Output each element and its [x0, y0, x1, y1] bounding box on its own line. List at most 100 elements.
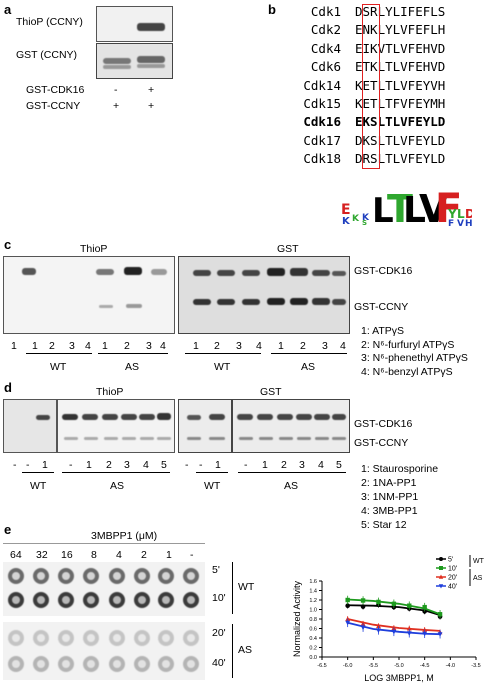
- blot-label-gst: GST (CCNY): [16, 49, 78, 61]
- kinase-name: Cdk4: [310, 40, 341, 56]
- lane-c-5: 4: [85, 340, 91, 352]
- lane-c-4: 3: [69, 340, 75, 352]
- lane-c-gst-1: 1: [193, 340, 199, 352]
- lane-d-gst-9: 5: [336, 459, 342, 471]
- lane-d-9: 5: [161, 459, 167, 471]
- svg-text:F: F: [435, 186, 462, 226]
- lane-d-gst-8: 4: [318, 459, 324, 471]
- svg-text:V: V: [419, 187, 449, 226]
- lane-c-8: 3: [146, 340, 152, 352]
- dot-blot-wt: [3, 562, 205, 616]
- blot-title-c-gst: GST: [277, 243, 299, 255]
- lane-d-gst-6: 2: [281, 459, 287, 471]
- panel-a-label: a: [4, 2, 12, 17]
- legend-label: 10': [448, 566, 457, 573]
- legend-d-2: 2: 1NA-PP1: [361, 477, 417, 489]
- x-tick-label: -5.5: [369, 663, 378, 669]
- svg-text:K: K: [342, 216, 351, 226]
- blot-title-d-gst: GST: [260, 386, 282, 398]
- svg-text:L: L: [457, 207, 465, 221]
- conc-8: 8: [91, 549, 97, 561]
- lane-c-9: 4: [160, 340, 166, 352]
- x-tick-label: -5.0: [394, 663, 403, 669]
- lane-d-8: 4: [143, 459, 149, 471]
- group-c-as1: AS: [125, 361, 140, 373]
- legend-marker: [438, 584, 444, 589]
- alignment-row: Cdk1 DSRLYLIFEFLS: [283, 4, 445, 19]
- legend-d-4: 4: 3MB-PP1: [361, 505, 418, 517]
- group-c-as2: AS: [301, 361, 316, 373]
- group-c-wt2: WT: [214, 361, 231, 373]
- lane-c-gst-7: 3: [322, 340, 328, 352]
- lane-c-1: 1: [11, 340, 17, 352]
- panel-c-label: c: [4, 237, 12, 252]
- kinase-sequence: KETLTFVFEYMH: [355, 96, 446, 111]
- lane-d-4: -: [69, 459, 73, 471]
- time-20: 20': [212, 627, 226, 639]
- lane-d-2: -: [26, 459, 30, 471]
- kinase-name: Cdk18: [303, 151, 341, 167]
- alignment-row: Cdk17 DKSLTLVFEYLD: [283, 133, 445, 148]
- y-tick-label: 0.8: [309, 617, 317, 623]
- lane-d-gst-7: 3: [299, 459, 305, 471]
- legend-marker: [439, 566, 443, 570]
- kinase-sequence: DKSLTLVFEYLD: [355, 132, 446, 148]
- dot-blot-as: [3, 622, 205, 680]
- legend-label: 5': [448, 557, 453, 564]
- data-point: [376, 628, 381, 633]
- legend-c-1: 1: ATPγS: [361, 325, 404, 337]
- legend-d-5: 5: Star 12: [361, 519, 407, 531]
- y-tick-label: 0.6: [309, 627, 317, 633]
- svg-text:K: K: [362, 213, 370, 223]
- svg-text:T: T: [387, 187, 413, 226]
- conc-32: 32: [36, 549, 48, 561]
- sequence-logo: E K K K S L T L V F Y F L V D H: [341, 186, 472, 226]
- data-point: [406, 625, 412, 631]
- kinase-name: Cdk14: [303, 77, 341, 93]
- kinase-name: Cdk17: [303, 132, 341, 148]
- kinase-sequence: ETKLTLVFEHVD: [355, 59, 446, 75]
- kinase-name: Cdk2: [310, 22, 341, 38]
- conc-none: -: [190, 549, 194, 561]
- legend-group-as: AS: [473, 575, 483, 582]
- blot-d-thiop-wt: [3, 399, 57, 453]
- legend-c-4: 4: N⁶-benzyl ATPγS: [361, 366, 453, 378]
- legend-label: 20': [448, 575, 457, 582]
- conc-1: 1: [166, 549, 172, 561]
- kinase-name: Cdk6: [310, 59, 341, 75]
- panel-e-label: e: [4, 522, 12, 537]
- legend-marker: [438, 574, 444, 579]
- legend-label: 40': [448, 584, 457, 591]
- lane-d-6: 2: [106, 459, 112, 471]
- kinase-name: Cdk1: [310, 4, 341, 19]
- alignment-row: Cdk4 EIKVTLVFEHVD: [283, 41, 445, 56]
- svg-text:L: L: [372, 191, 394, 226]
- time-10: 10': [212, 592, 226, 604]
- blot-a-thiop: [96, 6, 173, 42]
- data-point: [391, 629, 397, 635]
- data-point: [391, 601, 397, 606]
- svg-text:K: K: [352, 214, 360, 224]
- lane-c-gst-5: 1: [278, 340, 284, 352]
- y-axis-label: Normalized Activity: [292, 580, 302, 657]
- lane-c-7: 2: [124, 340, 130, 352]
- mark-cdk16-lane2: +: [148, 84, 155, 96]
- svg-text:Y: Y: [447, 207, 457, 221]
- lane-c-gst-8: 4: [340, 340, 346, 352]
- y-tick-label: 0.4: [309, 636, 317, 642]
- panel-d-label: d: [4, 380, 12, 395]
- kinase-sequence: EIKVTLVFEHVD: [355, 40, 446, 56]
- x-axis-label: LOG 3MBPP1, M: [364, 673, 434, 683]
- blot-title-d-thiop: ThioP: [96, 386, 124, 398]
- lane-d-7: 3: [124, 459, 130, 471]
- lane-c-gst-2: 2: [214, 340, 220, 352]
- y-tick-label: 1.6: [309, 579, 317, 585]
- kinase-sequence: DSRLYLIFEFLS: [355, 4, 446, 19]
- data-point: [422, 631, 428, 637]
- svg-text:E: E: [341, 202, 351, 218]
- band-label-c-ccny: GST-CCNY: [354, 301, 409, 313]
